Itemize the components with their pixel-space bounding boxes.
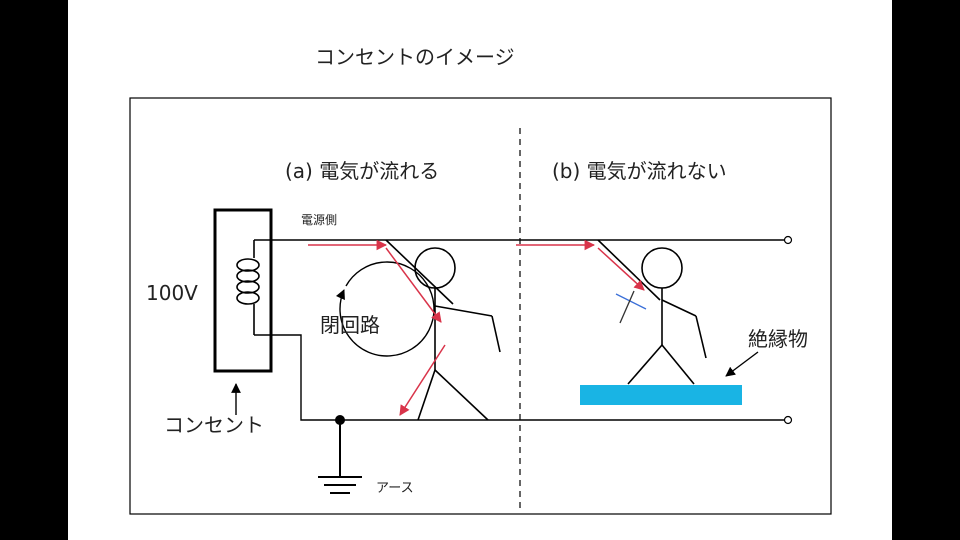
person-a	[385, 239, 501, 421]
outlet-diagram: コンセントのイメージ (a) 電気が流れる (b) 電気が流れない 電源側 アー…	[129, 45, 832, 515]
terminal-bottom	[783, 415, 793, 425]
outlet-box	[213, 208, 273, 373]
earth-symbol	[318, 415, 362, 494]
person-b	[597, 239, 707, 385]
terminal-top	[783, 235, 793, 245]
blocked-mark	[615, 290, 647, 324]
panel-b-label: (b) 電気が流れない	[552, 159, 727, 183]
insulator-label: 絶縁物	[748, 327, 808, 351]
outlet-label: コンセント	[164, 413, 264, 437]
panel-a-label: (a) 電気が流れる	[285, 159, 439, 183]
earth-label: アース	[376, 481, 414, 496]
current-flow-b	[516, 239, 645, 291]
current-flow-a	[308, 239, 446, 416]
closed-circuit-rotation-arrow	[335, 261, 435, 357]
neutral-wire	[254, 334, 784, 421]
insulator-mat	[580, 385, 742, 405]
page-title: コンセントのイメージ	[315, 45, 515, 69]
insulator-pointer-arrow	[725, 351, 759, 377]
slide: コンセントのイメージ (a) 電気が流れる (b) 電気が流れない 電源側 アー…	[68, 0, 892, 540]
diagram-frame	[129, 97, 832, 515]
closed-circuit-label: 閉回路	[320, 313, 380, 337]
power-side-label: 電源側	[301, 213, 337, 227]
coil-symbol	[236, 240, 260, 335]
voltage-label: 100V	[146, 281, 198, 305]
